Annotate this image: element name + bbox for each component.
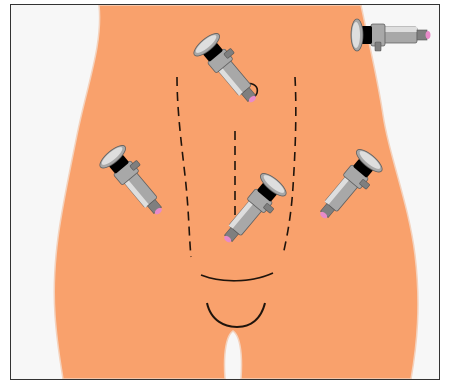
torso-skin — [54, 5, 418, 379]
abdomen-illustration — [11, 5, 439, 379]
diagram-frame — [10, 4, 440, 380]
